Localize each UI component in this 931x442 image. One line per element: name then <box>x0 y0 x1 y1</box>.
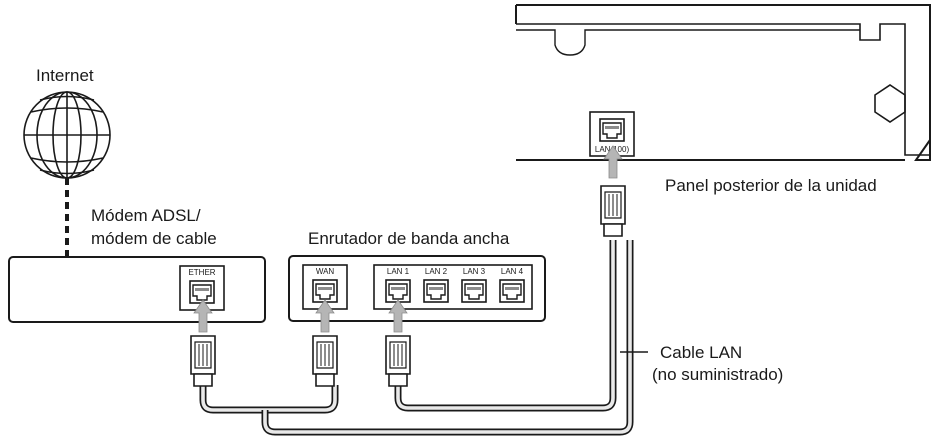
globe-icon <box>23 91 111 179</box>
router-lan2-port <box>423 279 449 303</box>
router-lan2-label: LAN 2 <box>425 267 448 276</box>
modem-port-label: ETHER <box>188 268 215 277</box>
unit-rear-panel <box>515 4 931 161</box>
router-lan1-port <box>385 279 411 303</box>
router-label: Enrutador de banda ancha <box>308 229 510 248</box>
plug-router-wan <box>312 299 338 387</box>
router-lan1-label: LAN 1 <box>387 267 410 276</box>
router-lan3-label: LAN 3 <box>463 267 486 276</box>
internet-label: Internet <box>36 66 94 85</box>
router-wan-port <box>312 279 338 303</box>
router-lan4-port <box>499 279 525 303</box>
router-wan-label: WAN <box>316 267 335 276</box>
plug-router-lan1 <box>385 299 411 387</box>
plug-modem <box>190 299 216 387</box>
cable-label-line1: Cable LAN <box>660 343 743 362</box>
cable-label-line2: (no suministrado) <box>652 365 784 384</box>
modem-ether-port <box>189 280 215 304</box>
modem-label-line1: Módem ADSL/ <box>91 206 201 225</box>
rear-panel-label: Panel posterior de la unidad <box>665 176 877 195</box>
router-box: WAN LAN 1 LAN 2 LAN 3 LAN 4 <box>288 255 546 322</box>
modem-box: ETHER <box>8 256 266 323</box>
lan-cables <box>199 240 648 436</box>
router-lan4-label: LAN 4 <box>501 267 524 276</box>
router-lan3-port <box>461 279 487 303</box>
modem-label-line2: módem de cable <box>91 229 217 248</box>
